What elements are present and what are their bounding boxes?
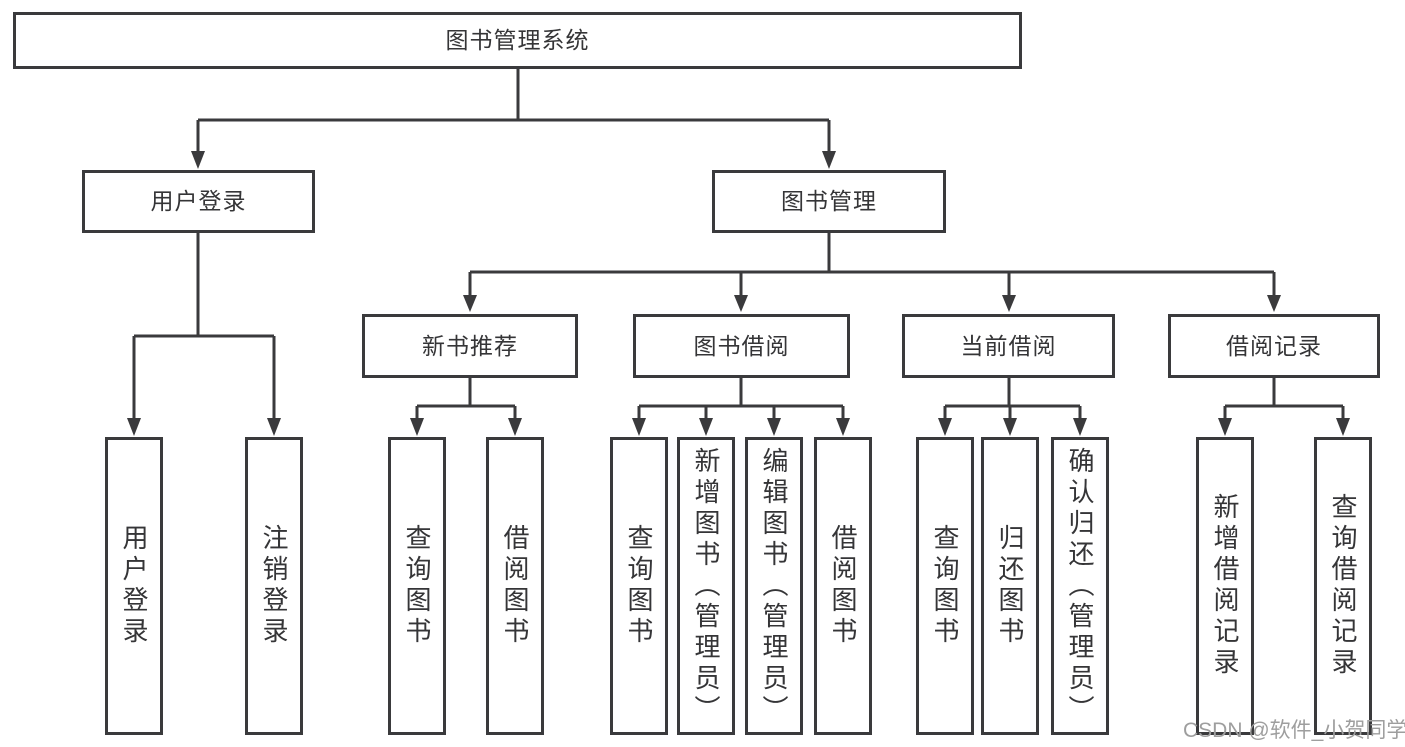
- node-leaf-add-borrow-record: 新增借阅记录: [1196, 437, 1254, 735]
- connector-user-login-to-leaves: [127, 233, 281, 436]
- node-leaf-query-books-1: 查询图书: [388, 437, 446, 735]
- node-leaf-add-books-admin: 新增图书（管理员）: [677, 437, 735, 735]
- node-book-management: 图书管理: [712, 170, 946, 233]
- node-leaf-query-books-3: 查询图书: [916, 437, 974, 735]
- node-leaf-user-login: 用户登录: [105, 437, 163, 735]
- node-leaf-logout: 注销登录: [245, 437, 303, 735]
- node-leaf-confirm-return-admin: 确认归还（管理员）: [1051, 437, 1109, 735]
- node-leaf-edit-books-admin: 编辑图书（管理员）: [745, 437, 803, 735]
- node-leaf-borrow-books-2: 借阅图书: [814, 437, 872, 735]
- connector-book-borrowing-to-leaves: [632, 378, 850, 436]
- node-leaf-query-borrow-record: 查询借阅记录: [1314, 437, 1372, 735]
- node-leaf-borrow-books-1: 借阅图书: [486, 437, 544, 735]
- node-leaf-return-books: 归还图书: [981, 437, 1039, 735]
- connector-new-book-to-leaves: [410, 378, 522, 436]
- connector-root-to-level2: [191, 68, 836, 169]
- connector-current-borrowing-to-leaves: [938, 378, 1087, 436]
- csdn-watermark: CSDN @软件_小贺同学: [1183, 719, 1405, 742]
- node-borrowing-records: 借阅记录: [1168, 314, 1380, 378]
- node-book-borrowing: 图书借阅: [633, 314, 850, 378]
- node-current-borrowing: 当前借阅: [902, 314, 1115, 378]
- connector-borrowing-records-to-leaves: [1218, 378, 1350, 436]
- node-leaf-query-books-2: 查询图书: [610, 437, 668, 735]
- connector-book-management-to-level3: [463, 233, 1281, 312]
- node-new-book-recommendation: 新书推荐: [362, 314, 578, 378]
- node-user-login: 用户登录: [82, 170, 315, 233]
- node-book-management-system: 图书管理系统: [13, 12, 1022, 69]
